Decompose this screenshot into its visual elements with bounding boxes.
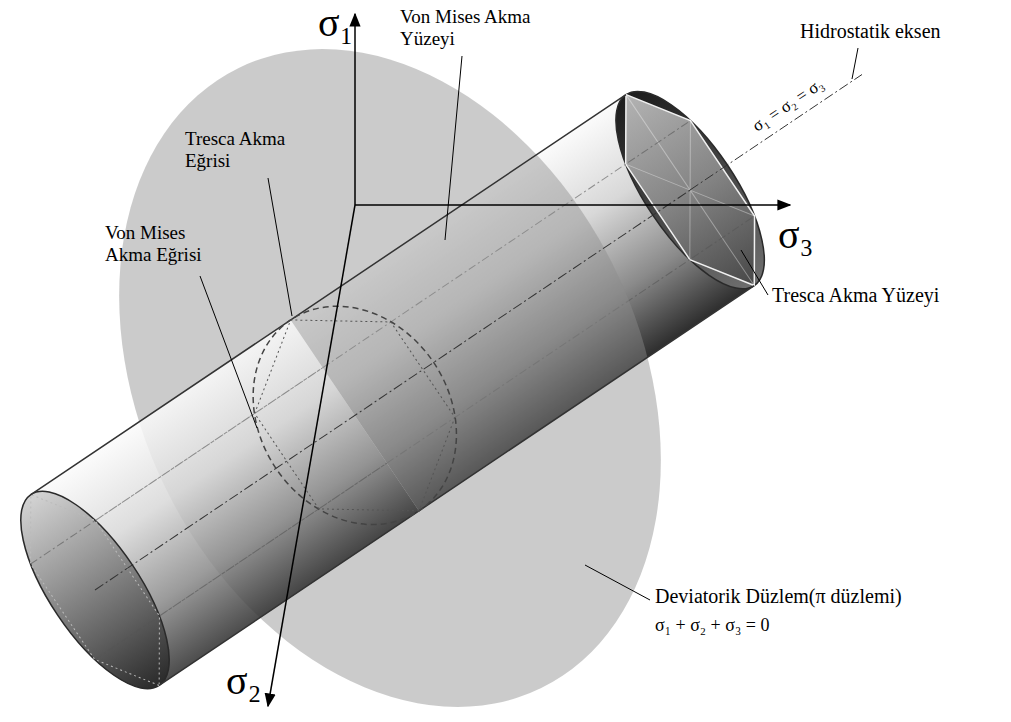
tresca-yield-curve: [223, 274, 487, 556]
callout-label: Von Mises Akma Yüzeyi: [400, 6, 570, 50]
leader-line: [852, 48, 858, 79]
leader-line: [585, 565, 650, 600]
cylinder-end-face: [0, 469, 196, 710]
axis-label: σ₁: [318, 0, 354, 46]
cylinder-front: [0, 95, 754, 711]
leader-lines: [200, 48, 858, 600]
hydrostatic-axis: [95, 190, 690, 590]
callout-label: Von Mises Akma Eğrisi: [105, 222, 225, 266]
von-mises-yield-curve: [212, 267, 498, 564]
hydrostatic-axis: [690, 75, 862, 191]
plane-equation: σ₁ + σ₂ + σ₃ = 0: [655, 615, 769, 636]
axis-label: σ₂: [226, 658, 262, 704]
cylinder-silhouette: [31, 95, 754, 686]
leader-line: [268, 178, 292, 316]
leader-line: [741, 250, 768, 295]
tresca-prism-edges: [31, 368, 387, 660]
callout-label: Deviatorik Düzlem(π düzlemi): [655, 585, 902, 608]
callout-label: Tresca Akma Eğrisi: [185, 128, 305, 172]
leader-line: [200, 276, 257, 428]
sigma1-axis: [354, 14, 356, 205]
axis-equation: σ₁ = σ₂ = σ₃: [749, 74, 828, 136]
leader-line: [445, 56, 462, 240]
callout-label: Tresca Akma Yüzeyi: [772, 284, 939, 307]
sigma2-axis: [268, 205, 355, 706]
axis-label: σ₃: [778, 212, 814, 258]
callout-label: Hidrostatik eksen: [800, 20, 941, 43]
sigma3-axis: [355, 204, 790, 206]
